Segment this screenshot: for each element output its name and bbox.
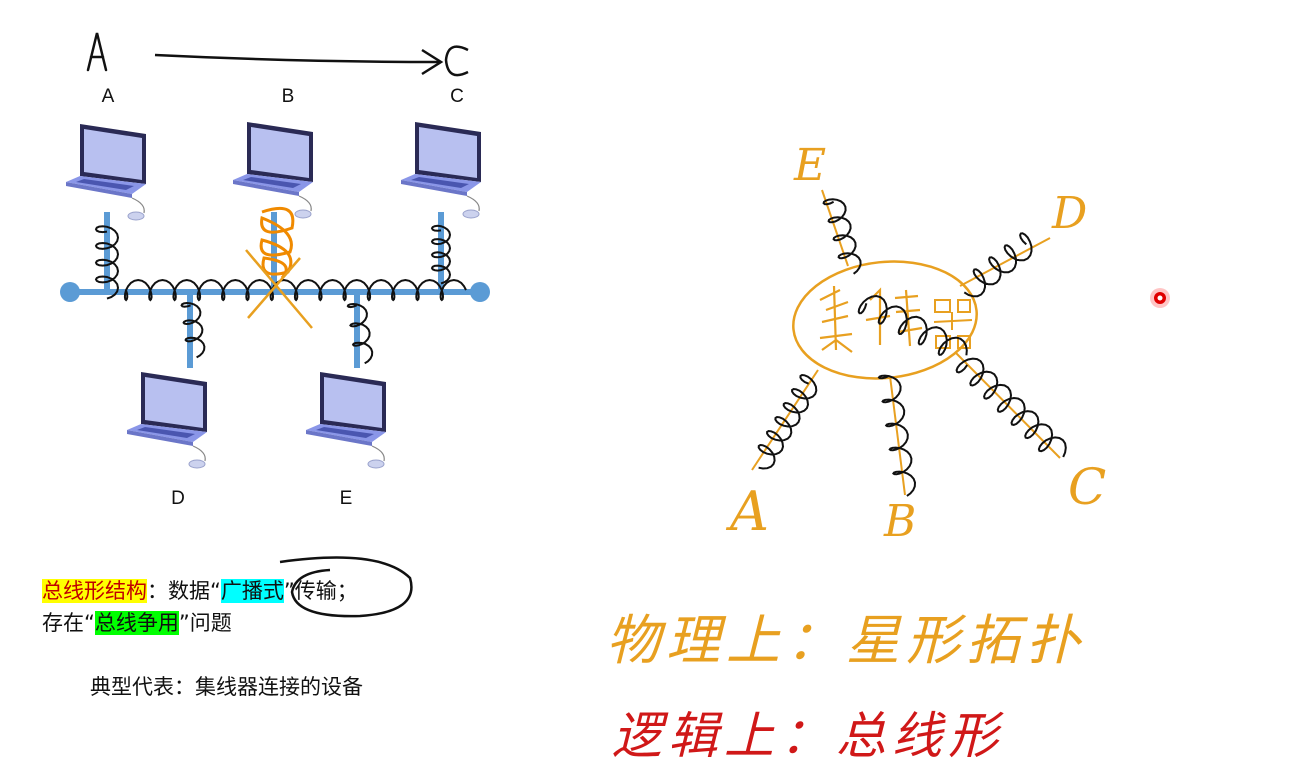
bus-node-label-b: B (268, 86, 308, 108)
bus-node-label-c: C (437, 86, 477, 108)
star-loop-d (964, 233, 1031, 296)
highlight-broadcast: 广播式 (221, 579, 284, 603)
star-node-label-c: C (1068, 458, 1106, 516)
logical-topology-note: 逻辑上：总线形 (612, 696, 1004, 768)
caption-separator: ：数据“ (147, 579, 221, 603)
top-arrow (88, 33, 468, 75)
caption-typical-example: 典型代表：集线器连接的设备 (90, 672, 363, 702)
caption-contention: 存在“总线争用”问题 (42, 608, 232, 638)
caption-contention-head: 存在“ (42, 611, 95, 635)
bus-node-label-e: E (326, 488, 366, 510)
highlight-bus-structure: 总线形结构 (42, 579, 147, 603)
laptop-b-icon (233, 122, 313, 218)
highlight-bus-contention: 总线争用 (95, 611, 179, 635)
laptop-e-icon (306, 372, 386, 468)
caption-transmission: ”传输； (284, 579, 358, 603)
star-loop-a (759, 375, 817, 469)
laptop-a-icon (66, 124, 146, 220)
physical-topology-note: 物理上：星形拓扑 (606, 596, 1086, 675)
star-node-label-b: B (884, 496, 916, 547)
star-node-label-d: D (1052, 188, 1087, 239)
bus-node-label-d: D (158, 488, 198, 510)
star-diagram (752, 190, 1066, 496)
star-node-label-a: A (730, 480, 769, 543)
laptop-d-icon (127, 372, 207, 468)
laptop-c-icon (401, 122, 481, 218)
caption-bus-structure: 总线形结构：数据“广播式”传输； (42, 576, 358, 606)
caption-contention-tail: ”问题 (179, 611, 232, 635)
bus-node-label-a: A (88, 86, 128, 108)
laser-pointer-icon (1150, 288, 1170, 308)
bus-backbone (60, 212, 490, 368)
star-node-label-e: E (794, 140, 826, 191)
collision-scribble (246, 208, 312, 328)
